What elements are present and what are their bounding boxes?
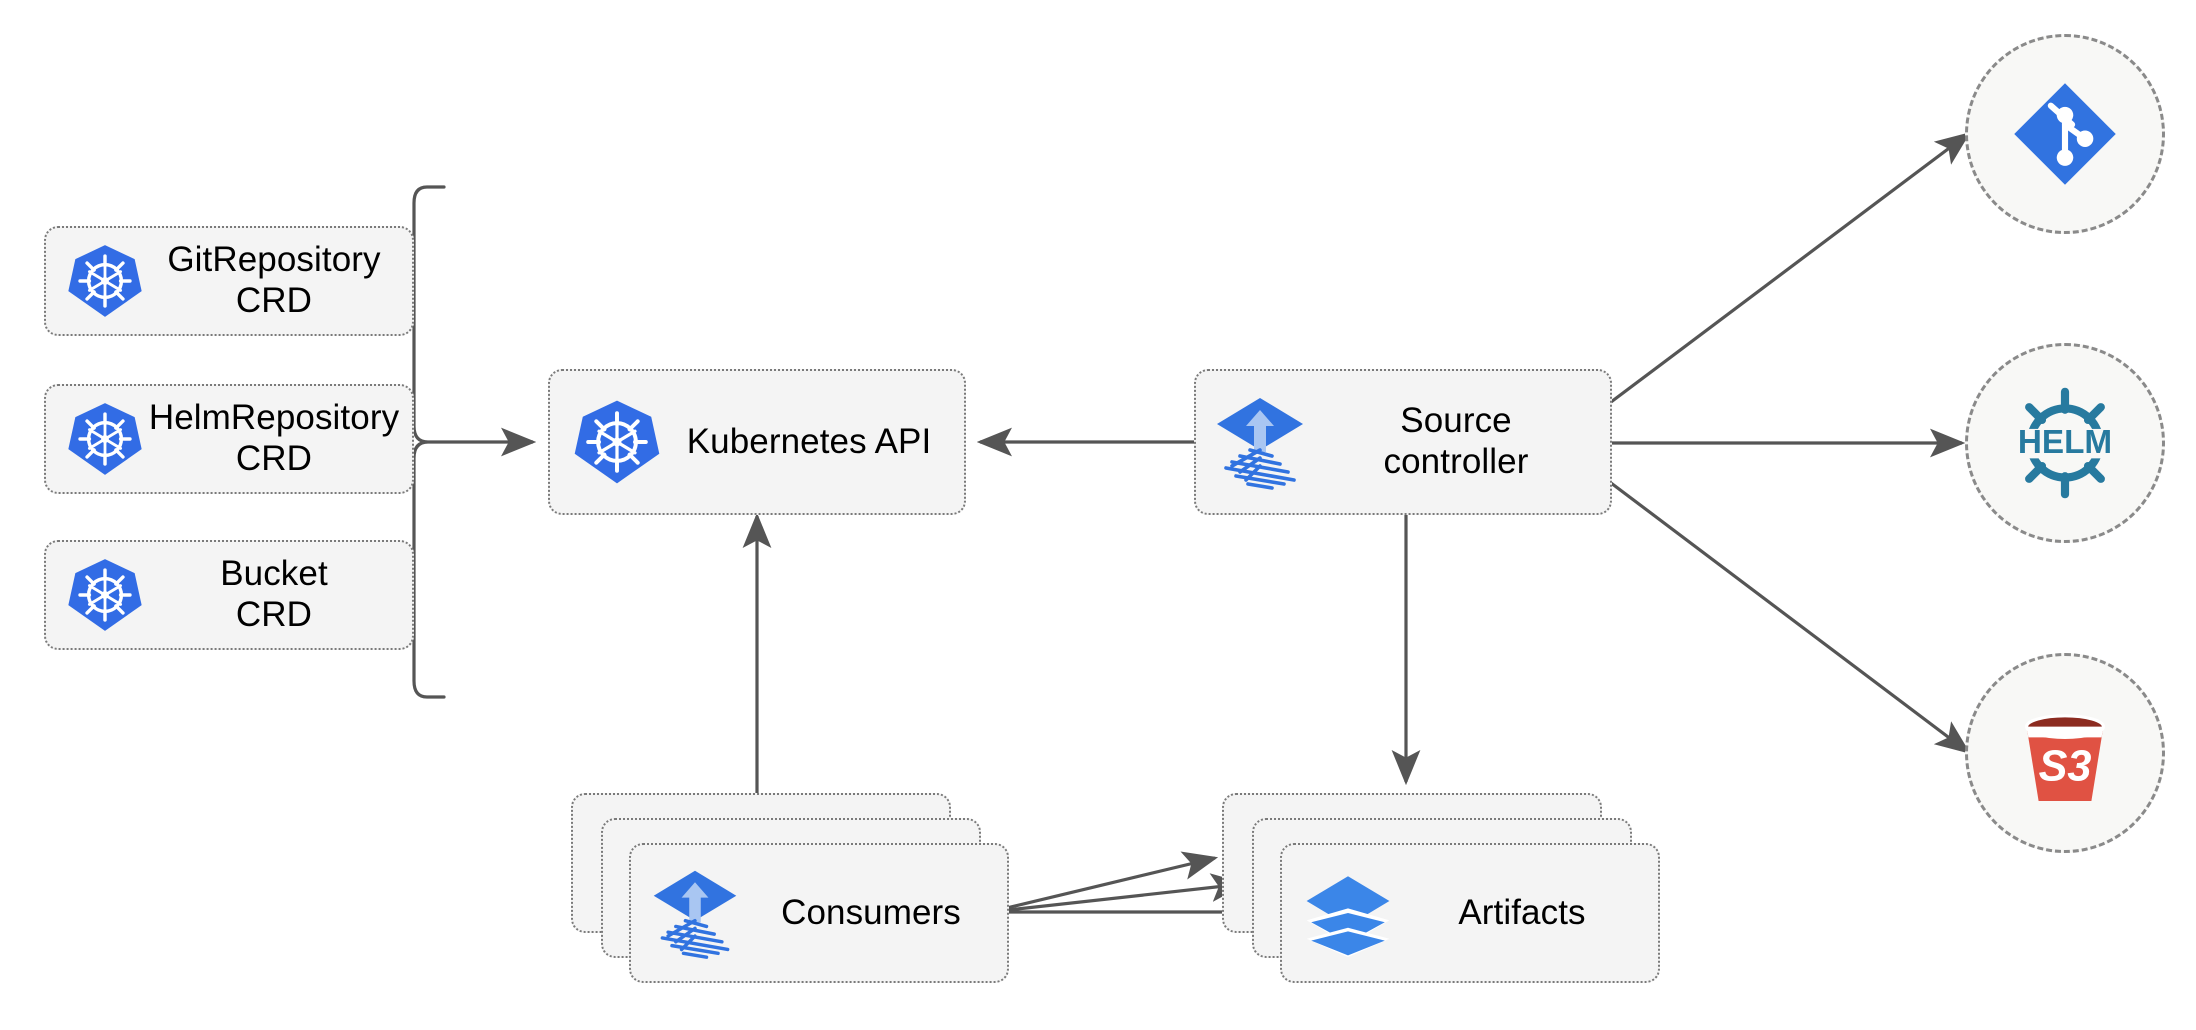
edge-consumers-to-artifact-1 <box>989 851 1219 914</box>
kubernetes-icon <box>46 400 144 478</box>
node-label: Consumers <box>781 892 961 932</box>
s3-icon: S3 <box>2005 693 2125 813</box>
node-bucket-crd[interactable]: Bucket CRD <box>44 540 414 650</box>
kubernetes-icon <box>46 242 144 320</box>
node-kubernetes-api[interactable]: Kubernetes API <box>548 369 966 515</box>
edge-consumers-to-artifact-2 <box>989 873 1247 914</box>
flux-icon <box>1196 392 1310 492</box>
node-helmrepository-crd[interactable]: HelmRepository CRD <box>44 384 414 494</box>
external-s3[interactable]: S3 <box>1965 653 2165 853</box>
kubernetes-icon <box>550 397 662 487</box>
node-label: HelmRepository CRD <box>148 398 400 478</box>
external-helm[interactable]: HELM <box>1965 343 2165 543</box>
node-label: Source controller <box>1383 401 1529 481</box>
flux-icon <box>631 865 743 961</box>
edge-source-to-s3 <box>1610 481 1971 754</box>
node-label: Kubernetes API <box>686 421 932 461</box>
node-label: Bucket CRD <box>220 554 328 634</box>
kubernetes-icon <box>46 556 144 634</box>
node-artifacts[interactable]: Artifacts <box>1280 843 1660 983</box>
helm-icon: HELM <box>2001 379 2129 507</box>
helm-label: HELM <box>2018 424 2112 461</box>
edge-source-to-git <box>1610 132 1971 404</box>
node-consumers[interactable]: Consumers <box>629 843 1009 983</box>
layers-icon <box>1282 867 1394 959</box>
git-icon <box>2006 75 2124 193</box>
crd-bracket <box>412 185 537 699</box>
node-gitrepository-crd[interactable]: GitRepository CRD <box>44 226 414 336</box>
node-source-controller[interactable]: Source controller <box>1194 369 1612 515</box>
external-git[interactable] <box>1965 34 2165 234</box>
node-label: Artifacts <box>1458 892 1586 932</box>
node-label: GitRepository CRD <box>167 240 381 320</box>
s3-label: S3 <box>2039 743 2092 791</box>
